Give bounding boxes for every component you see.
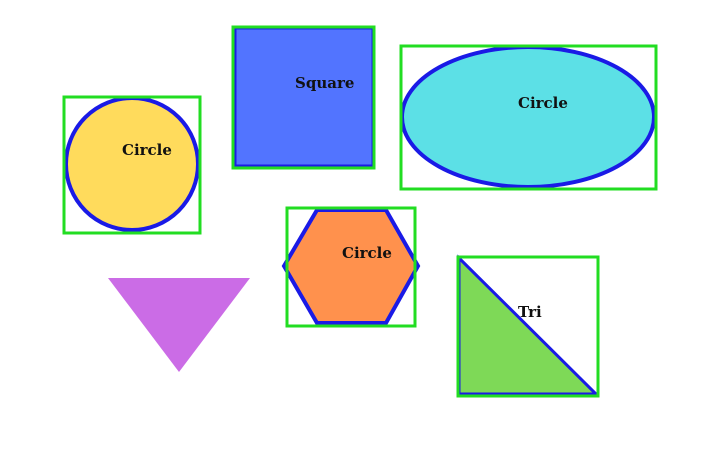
circle-fill — [64, 96, 200, 232]
shape-circle-yellow: Circle — [62, 95, 202, 235]
shape-triangle-purple — [108, 278, 250, 372]
shape-ellipse-cyan: Circle — [399, 44, 658, 191]
detection-box — [62, 95, 202, 235]
detection-box — [285, 206, 417, 328]
triangle-fill — [108, 278, 250, 372]
shape-hexagon-orange: Circle — [281, 206, 421, 328]
square-fill — [233, 26, 375, 168]
detection-box — [399, 44, 658, 191]
detection-box — [456, 255, 600, 398]
detection-box — [231, 25, 376, 170]
shape-label: Circle — [518, 94, 568, 112]
shape-label: Circle — [342, 244, 392, 262]
shape-label: Square — [295, 74, 354, 92]
hexagon-fill — [281, 208, 421, 325]
ellipse-fill — [400, 45, 656, 189]
shape-label: Circle — [122, 141, 172, 159]
triangle-fill — [457, 254, 600, 396]
shape-label: Tri — [518, 303, 542, 321]
shape-square-blue: Square — [231, 25, 376, 170]
shape-triangle-green: Tri — [456, 254, 600, 398]
